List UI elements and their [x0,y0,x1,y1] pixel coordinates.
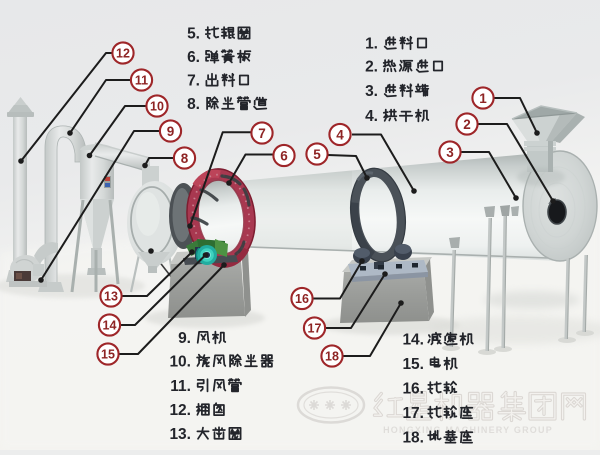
svg-text:8: 8 [181,151,189,166]
svg-text:17.: 17. [402,405,424,422]
svg-text:3.: 3. [365,83,378,100]
svg-text:13.: 13. [169,426,191,443]
svg-text:16: 16 [295,292,309,306]
svg-text:10.: 10. [169,353,191,370]
svg-text:12: 12 [116,47,130,61]
svg-text:1: 1 [479,91,487,106]
svg-text:18: 18 [325,350,339,364]
svg-text:5.: 5. [187,25,200,42]
svg-text:17: 17 [308,322,322,336]
svg-text:15.: 15. [402,356,424,373]
svg-text:14: 14 [103,319,117,333]
svg-text:13: 13 [104,290,118,304]
svg-text:8.: 8. [187,96,200,113]
svg-text:6: 6 [280,148,288,163]
svg-text:9: 9 [167,124,175,139]
svg-text:12.: 12. [169,402,191,419]
svg-text:14.: 14. [402,331,424,348]
svg-text:10: 10 [150,100,164,114]
svg-text:7.: 7. [187,72,200,89]
svg-text:18.: 18. [402,429,424,446]
svg-text:11.: 11. [170,378,191,395]
svg-text:HONGXING MACHINERY GROUP: HONGXING MACHINERY GROUP [383,425,553,435]
svg-text:4.: 4. [365,108,378,125]
svg-text:1.: 1. [365,35,378,52]
svg-text:5: 5 [313,147,321,162]
svg-text:7: 7 [258,126,266,141]
svg-text:15: 15 [101,348,115,362]
svg-text:16.: 16. [402,380,424,397]
svg-text:3: 3 [446,145,454,160]
svg-text:4: 4 [336,127,344,142]
svg-text:6.: 6. [187,49,200,66]
svg-text:2: 2 [463,117,471,132]
svg-text:2.: 2. [365,58,378,75]
svg-text:11: 11 [135,74,148,88]
svg-text:9.: 9. [178,330,191,347]
